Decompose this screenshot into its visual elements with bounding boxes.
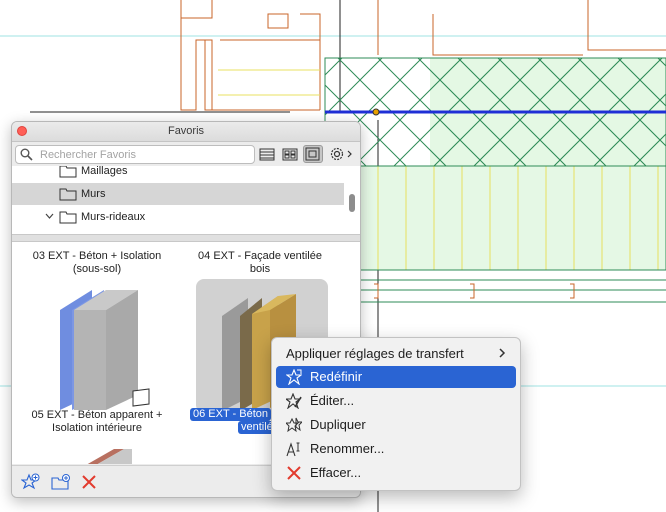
menu-item-duplicate[interactable]: Dupliquer	[276, 414, 516, 436]
favorite-caption-line2: Isolation intérieure	[52, 422, 142, 434]
favorite-item-03[interactable]: 03 EXT - Béton + Isolation (sous-sol)	[12, 250, 182, 276]
tree-item-maillages[interactable]: Maillages	[12, 166, 344, 182]
search-box[interactable]	[15, 145, 255, 164]
menu-item-edit[interactable]: Éditer...	[276, 390, 516, 412]
wall-thumbnail-03[interactable]	[52, 280, 152, 410]
preview-view-button[interactable]	[303, 145, 323, 163]
pane-splitter[interactable]	[12, 234, 360, 242]
menu-item-label: Dupliquer	[310, 417, 366, 432]
favorite-caption-line1: 05 EXT - Béton apparent +	[31, 409, 163, 421]
grid-view-button[interactable]	[280, 145, 300, 163]
star-duplicate-icon	[286, 417, 302, 433]
folder-add-icon	[51, 474, 70, 490]
menu-item-delete[interactable]: Effacer...	[276, 462, 516, 484]
menu-item-redefine[interactable]: Redéfinir	[276, 366, 516, 388]
wall-thumbnail-07-partial[interactable]	[84, 445, 134, 464]
chevron-down-icon[interactable]	[45, 213, 54, 219]
context-menu: Appliquer réglages de transfert Redéfini…	[271, 337, 521, 491]
close-window-button[interactable]	[17, 126, 27, 136]
menu-item-apply-transfer-settings[interactable]: Appliquer réglages de transfert	[276, 343, 516, 365]
delete-icon	[82, 475, 96, 489]
favorite-caption-line2: ventilé	[238, 421, 276, 434]
folder-icon	[59, 188, 77, 201]
menu-item-label: Appliquer réglages de transfert	[286, 346, 464, 361]
search-icon	[20, 148, 33, 161]
favorite-caption-line1: 04 EXT - Façade ventilée	[198, 250, 322, 262]
menu-item-label: Renommer...	[310, 441, 385, 456]
tree-scrollbar[interactable]	[349, 194, 355, 212]
favorite-caption-line2: (sous-sol)	[72, 263, 122, 275]
rename-icon	[286, 442, 300, 457]
menu-item-label: Effacer...	[310, 465, 362, 480]
grid-view-icon	[282, 148, 298, 161]
palette-title: Favoris	[167, 125, 205, 137]
tree-item-label: Murs	[81, 188, 106, 200]
folder-tree: Maillages Murs Murs-rideaux	[12, 166, 360, 234]
star-redefine-icon	[286, 369, 302, 385]
menu-item-label: Redéfinir	[310, 369, 363, 384]
settings-menu-button[interactable]	[327, 145, 355, 163]
favorite-item-06[interactable]: 06 EXT - Béton ventilé	[190, 408, 290, 436]
palette-titlebar[interactable]: Favoris	[12, 122, 360, 142]
tree-item-murs-rideaux[interactable]: Murs-rideaux	[12, 206, 344, 228]
favorite-item-05[interactable]: 05 EXT - Béton apparent + Isolation inté…	[12, 409, 182, 435]
list-view-button[interactable]	[257, 145, 277, 163]
star-edit-icon	[286, 393, 302, 409]
menu-item-label: Éditer...	[310, 393, 355, 408]
search-input[interactable]	[38, 147, 252, 163]
small-square-icon	[132, 388, 150, 407]
delete-favorite-button[interactable]	[80, 473, 100, 491]
favorite-caption-line2: bois	[249, 263, 271, 275]
delete-icon	[287, 466, 301, 480]
gear-icon	[330, 147, 352, 161]
tree-item-label: Murs-rideaux	[81, 211, 146, 223]
favorite-caption-line1: 06 EXT - Béton	[190, 408, 272, 421]
tree-item-label: Maillages	[81, 166, 128, 177]
preview-view-icon	[305, 147, 320, 161]
favorite-item-04[interactable]: 04 EXT - Façade ventilée bois	[175, 250, 345, 276]
menu-item-rename[interactable]: Renommer...	[276, 438, 516, 460]
add-favorite-button[interactable]	[20, 473, 41, 491]
folder-icon	[59, 166, 77, 178]
star-add-icon	[20, 473, 40, 490]
tree-item-murs[interactable]: Murs	[12, 183, 344, 205]
chevron-right-icon	[499, 348, 506, 358]
list-view-icon	[259, 148, 275, 161]
favorite-caption-line1: 03 EXT - Béton + Isolation	[32, 250, 162, 262]
add-folder-button[interactable]	[50, 473, 70, 491]
folder-icon	[59, 211, 77, 224]
